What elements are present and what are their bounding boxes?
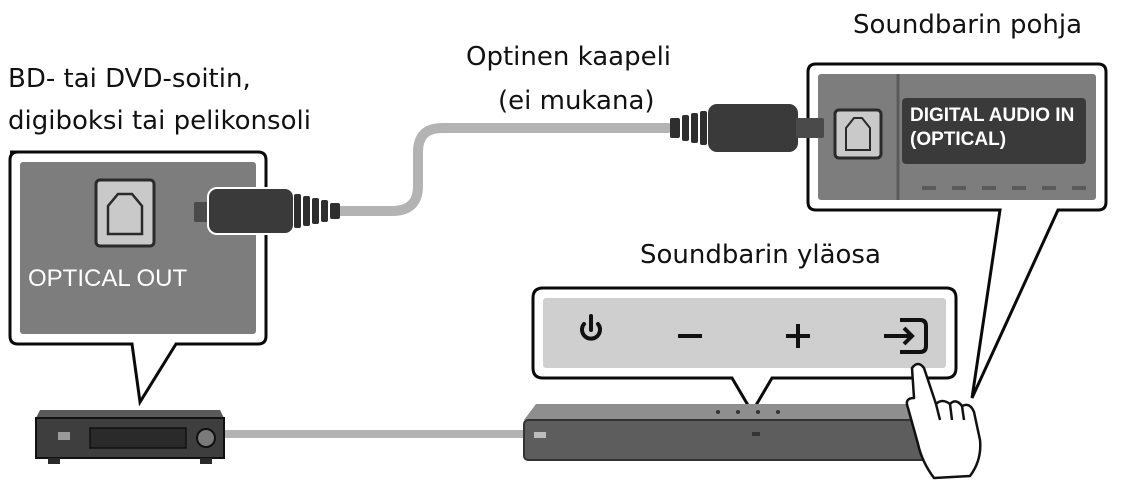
soundbar-bottom-callout (806, 62, 1108, 399)
source-input-icon (884, 318, 928, 354)
optical-plug-right (670, 104, 824, 152)
soundbar-top-label: Soundbarin yläosa (640, 240, 881, 270)
optical-port-icon (94, 178, 156, 248)
finger-pointer-icon (905, 362, 982, 480)
source-label-line1: BD- tai DVD-soitin, (8, 64, 251, 94)
optical-out-label: OPTICAL OUT (28, 265, 188, 292)
source-player-device (35, 410, 225, 464)
soundbar-bottom-label: Soundbarin pohja (853, 10, 1083, 40)
cable-label-line2: (ei mukana) (498, 86, 655, 116)
cable-label-line1: Optinen kaapeli (466, 42, 672, 72)
optical-cable (333, 123, 673, 216)
optical-out-callout (8, 150, 340, 407)
soundbar-top-callout (531, 286, 958, 415)
digital-audio-in-label-line1: DIGITAL AUDIO IN (910, 105, 1075, 126)
source-label-line2: digiboksi tai pelikonsoli (8, 106, 311, 136)
soundbar-device (523, 404, 965, 461)
digital-audio-in-label-line2: (OPTICAL) (910, 129, 1007, 150)
power-icon (580, 314, 602, 341)
plus-icon (786, 324, 810, 348)
